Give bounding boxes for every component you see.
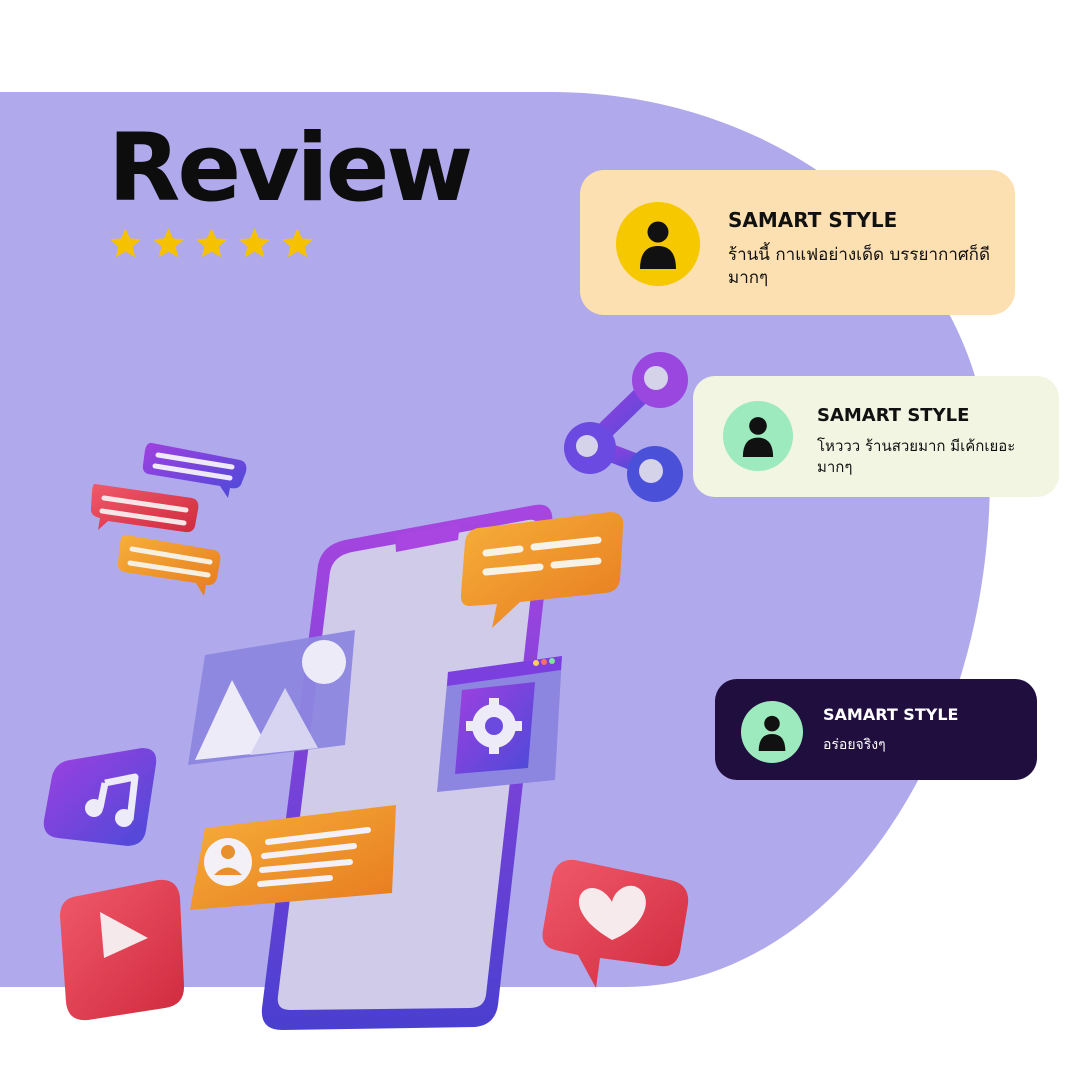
- avatar: [723, 401, 793, 471]
- music-note-icon: [43, 748, 157, 846]
- review-text: อร่อยจริงๆ: [823, 737, 886, 753]
- chat-bubble-icon: [460, 512, 624, 628]
- chat-bubble-icon: [117, 534, 221, 596]
- gear-icon: [437, 656, 562, 792]
- page-title: Review: [108, 114, 473, 223]
- review-card: SAMART STYLE โหววว ร้านสวยมาก มีเค้กเยอะ…: [693, 376, 1059, 497]
- review-text: ร้านนี้ กาแฟอย่างเด็ด บรรยากาศก็ดีมากๆ: [728, 245, 990, 288]
- avatar: [741, 701, 803, 763]
- avatar: [616, 202, 700, 286]
- review-card: SAMART STYLE ร้านนี้ กาแฟอย่างเด็ด บรรยา…: [580, 170, 1015, 315]
- share-icon: [564, 352, 688, 502]
- review-text: โหววว ร้านสวยมาก มีเค้กเยอะมากๆ: [817, 437, 1016, 476]
- star-icon: [109, 228, 142, 258]
- reviewer-name: SAMART STYLE: [728, 208, 898, 232]
- star-icon: [195, 228, 228, 258]
- chat-bubble-icon: [142, 442, 247, 498]
- reviewer-name: SAMART STYLE: [817, 405, 970, 426]
- play-icon: [60, 879, 185, 1021]
- heart-icon: [542, 859, 689, 988]
- star-icon: [281, 228, 314, 258]
- star-icon: [238, 228, 271, 258]
- chat-bubble-icon: [90, 483, 199, 533]
- user-icon: [758, 715, 786, 751]
- user-icon: [640, 221, 676, 269]
- star-icon: [152, 228, 185, 258]
- reviewer-name: SAMART STYLE: [823, 705, 959, 724]
- image-icon: [188, 630, 355, 765]
- review-card: SAMART STYLE อร่อยจริงๆ: [715, 679, 1037, 780]
- user-icon: [742, 417, 774, 457]
- profile-message-icon: [190, 805, 396, 910]
- star-rating: [108, 226, 315, 261]
